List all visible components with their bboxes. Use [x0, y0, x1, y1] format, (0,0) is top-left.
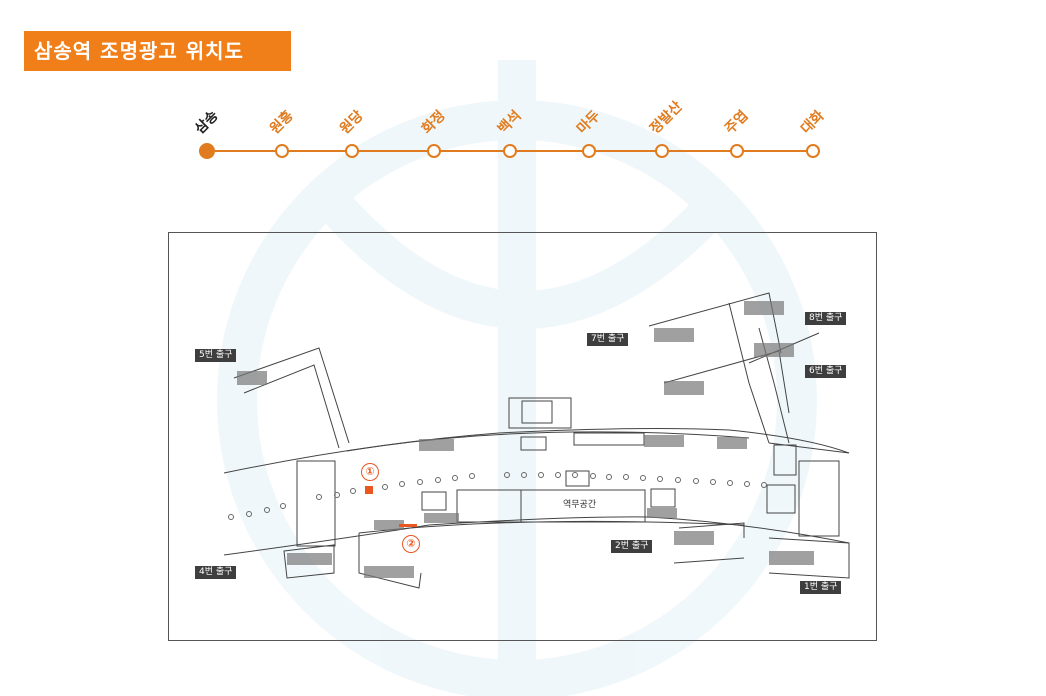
column-dot	[435, 477, 441, 483]
ad-number-1: ①	[361, 463, 379, 481]
column-dot	[469, 473, 475, 479]
station-map: ① ② 역무공간 5번 출구 4번 출구 7번 출구 8번 출구 6번 출구 2…	[168, 232, 877, 641]
column-dot	[280, 503, 286, 509]
route-svg	[199, 143, 820, 159]
ad-number-2: ②	[402, 535, 420, 553]
column-dot	[555, 472, 561, 478]
page-title: 삼송역 조명광고 위치도	[24, 31, 291, 71]
column-dot	[382, 484, 388, 490]
column-dot	[334, 492, 340, 498]
station-node-8	[806, 144, 820, 158]
station-office-label: 역무공간	[563, 500, 597, 510]
station-node-2	[345, 144, 359, 158]
ad-marker-1	[365, 486, 373, 494]
column-dot	[710, 479, 716, 485]
station-node-4	[503, 144, 517, 158]
column-dot	[657, 476, 663, 482]
column-dot	[590, 473, 596, 479]
column-dot	[761, 482, 767, 488]
column-dot	[246, 511, 252, 517]
column-dot	[675, 477, 681, 483]
column-dot	[744, 481, 750, 487]
column-dot	[350, 488, 356, 494]
column-dot	[538, 472, 544, 478]
column-dot	[228, 514, 234, 520]
exit-6-label: 6번 출구	[805, 365, 847, 378]
column-dot	[727, 480, 733, 486]
station-node-3	[427, 144, 441, 158]
column-dot	[521, 472, 527, 478]
exit-8-label: 8번 출구	[805, 312, 847, 325]
column-dot	[640, 475, 646, 481]
station-floorplan	[223, 292, 850, 589]
column-dot	[417, 479, 423, 485]
exit-2-label: 2번 출구	[611, 540, 653, 553]
column-dot	[572, 472, 578, 478]
column-dot	[623, 474, 629, 480]
column-dot	[264, 507, 270, 513]
column-dot	[606, 474, 612, 480]
station-node-0	[199, 143, 215, 159]
column-dot	[504, 472, 510, 478]
station-node-1	[275, 144, 289, 158]
station-node-7	[730, 144, 744, 158]
station-node-6	[655, 144, 669, 158]
column-dot	[693, 478, 699, 484]
station-node-5	[582, 144, 596, 158]
exit-1-label: 1번 출구	[800, 581, 842, 594]
ad-marker-2	[399, 524, 417, 527]
column-dot	[452, 475, 458, 481]
exit-5-label: 5번 출구	[195, 349, 237, 362]
column-dot	[316, 494, 322, 500]
column-dot	[399, 481, 405, 487]
exit-4-label: 4번 출구	[195, 566, 237, 579]
exit-7-label: 7번 출구	[587, 333, 629, 346]
